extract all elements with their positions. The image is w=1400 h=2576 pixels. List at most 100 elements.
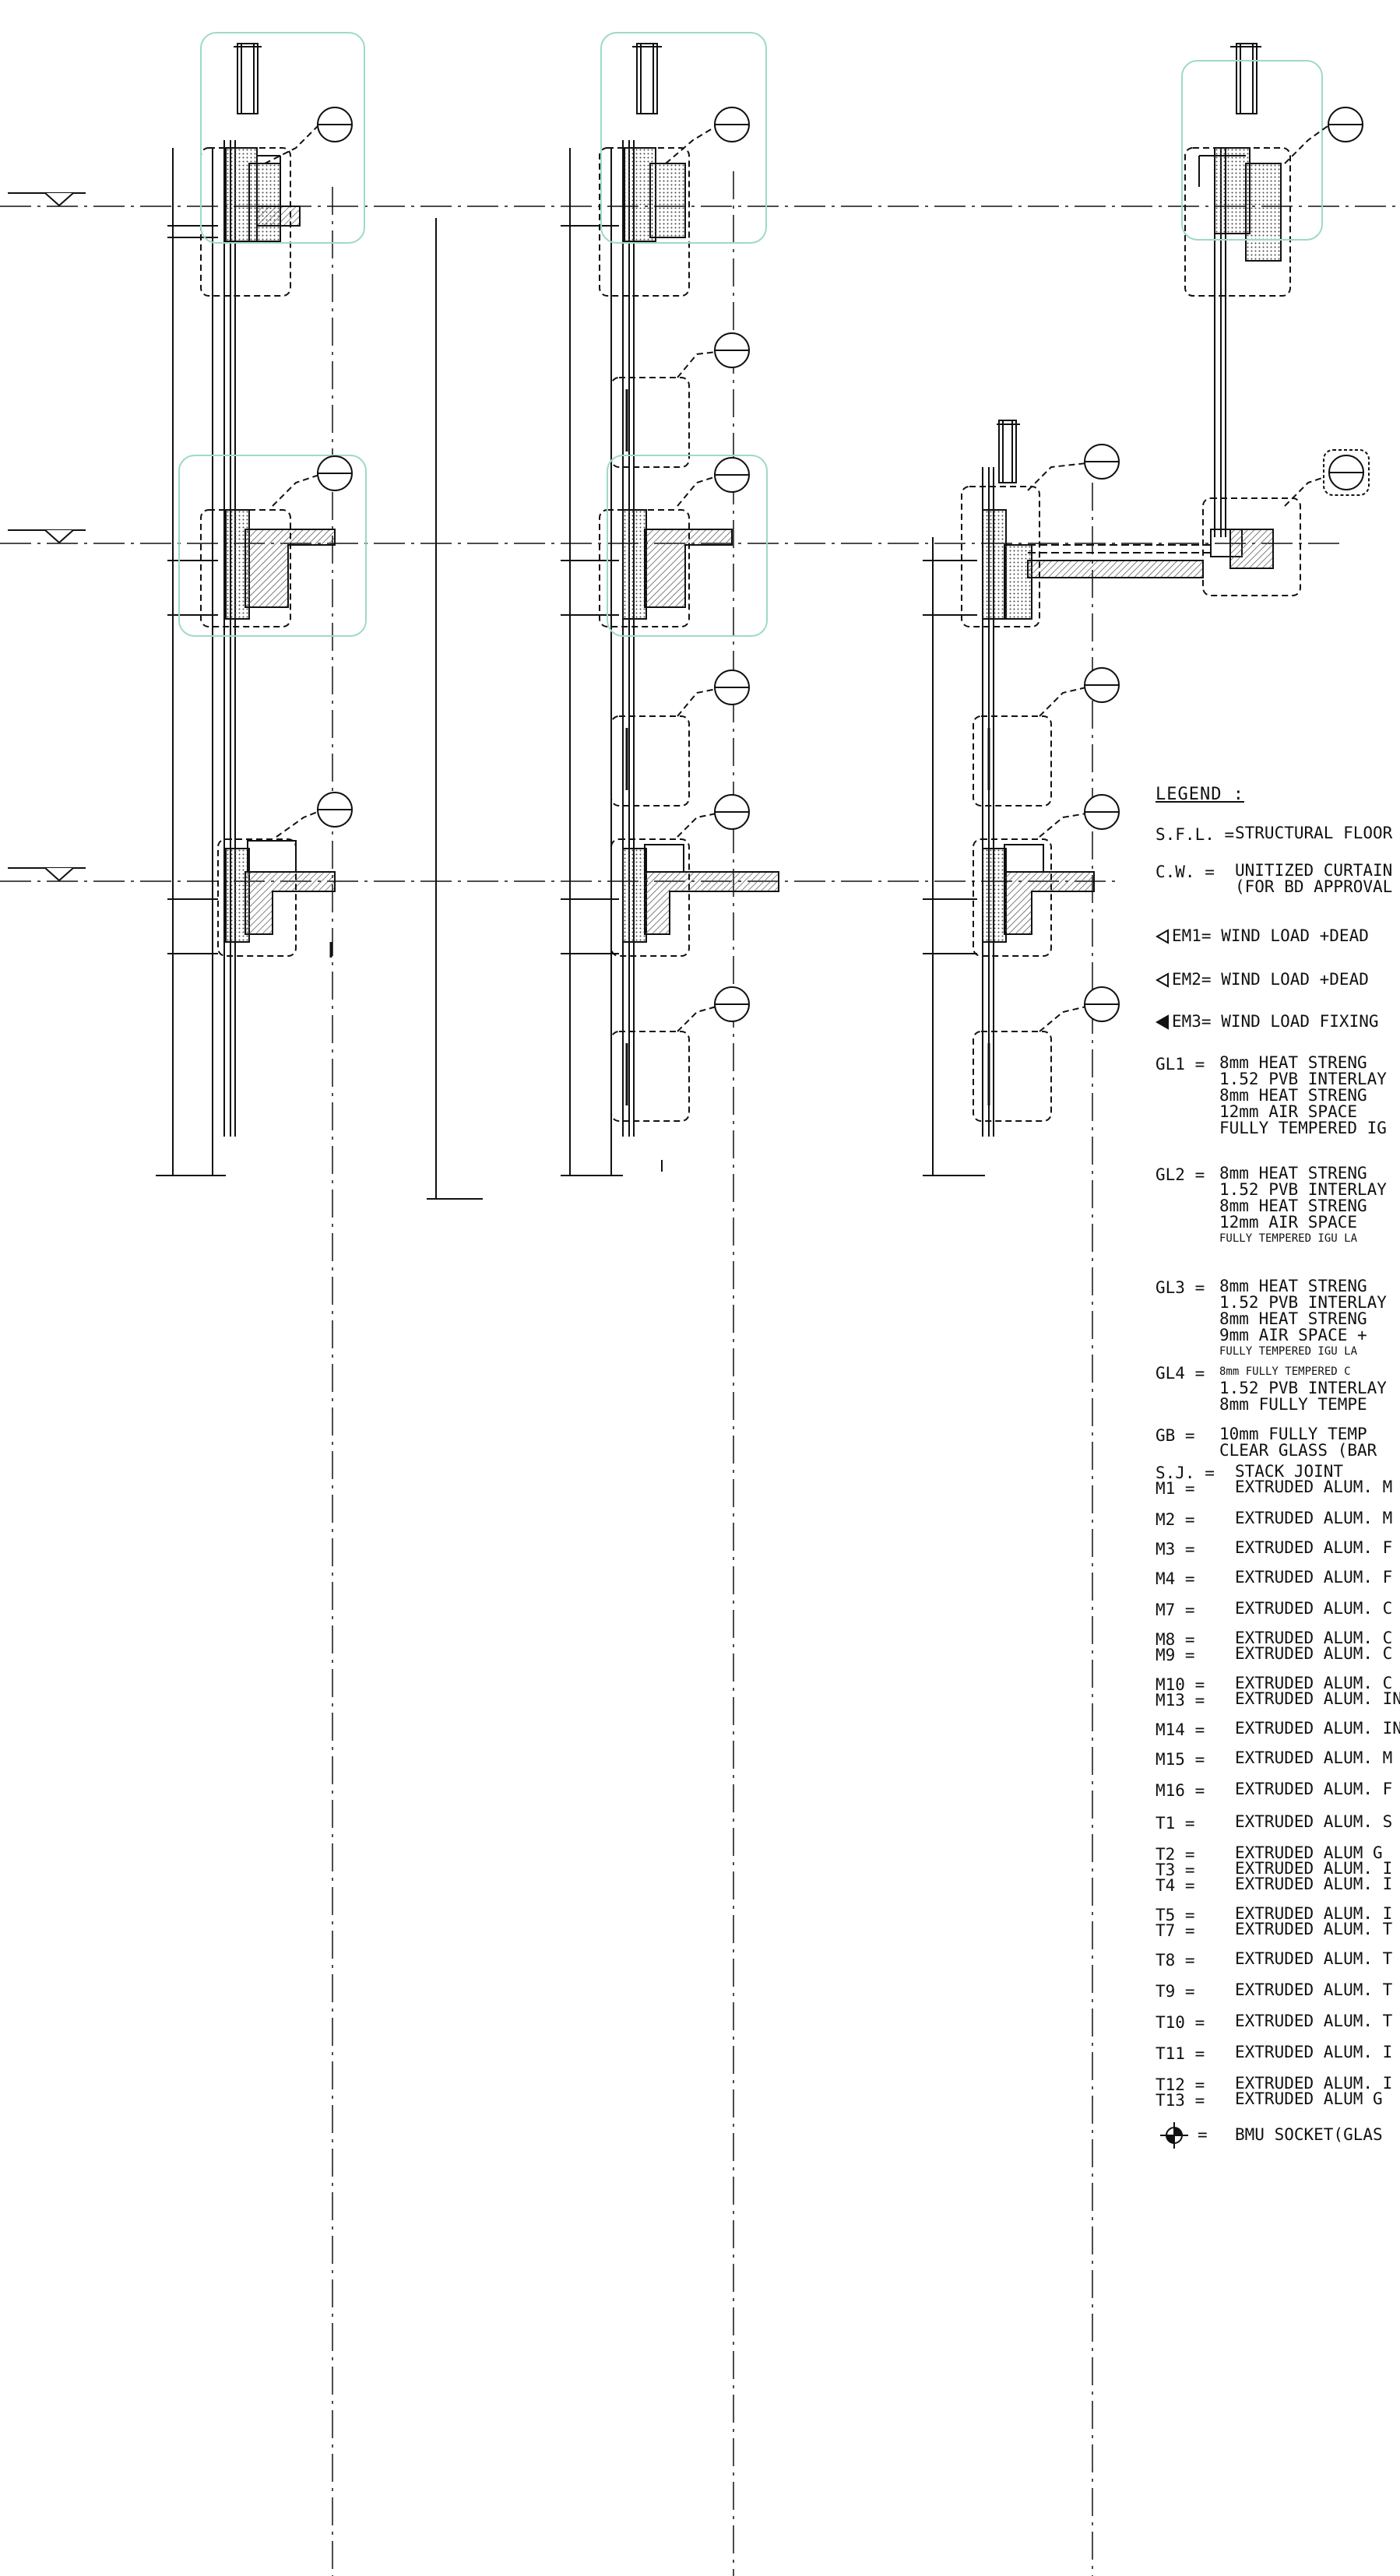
legend-code-text: T7 =	[1156, 1921, 1195, 1940]
legend-description-line: EXTRUDED ALUM. T	[1235, 1980, 1393, 1999]
legend-description-line: EXTRUDED ALUM. C	[1235, 1599, 1393, 1618]
legend-code-text: T4 =	[1156, 1876, 1195, 1895]
legend-description-line: STACK JOINT	[1235, 1462, 1344, 1481]
legend-description: EXTRUDED ALUM. C	[1235, 1646, 1392, 1662]
legend-code: T10 =	[1156, 2013, 1205, 2032]
legend-code: M10 =	[1156, 1675, 1205, 1694]
legend-description-line: 1.52 PVB INTERLAY	[1219, 1379, 1387, 1397]
legend-description: EXTRUDED ALUM. S	[1235, 1814, 1392, 1830]
legend-code: T3 =	[1156, 1861, 1195, 1879]
detail-clouds-1	[178, 32, 367, 637]
legend-description: EXTRUDED ALUM. F	[1235, 1569, 1392, 1586]
legend-code-text: T2 =	[1156, 1845, 1195, 1864]
legend-code-text: GB =	[1156, 1426, 1195, 1445]
section-4	[1184, 43, 1301, 596]
legend-description: EXTRUDED ALUM. F	[1235, 1540, 1392, 1556]
legend-code-text: T9 =	[1156, 1982, 1195, 2001]
legend-description-line: 8mm HEAT STRENG	[1219, 1277, 1367, 1295]
legend-description-line: EXTRUDED ALUM. I	[1235, 1859, 1393, 1878]
legend-description-line: FULLY TEMPERED IGU LA	[1219, 1232, 1358, 1245]
legend-code: T1 =	[1156, 1814, 1195, 1833]
section-4-callouts	[1284, 107, 1370, 507]
legend-code-text: GL3 =	[1156, 1278, 1205, 1297]
legend-code-text: EM1= WIND LOAD +DEAD	[1172, 926, 1369, 945]
legend-code-text: M3 =	[1156, 1540, 1195, 1559]
legend-description: EXTRUDED ALUM G	[1235, 1845, 1383, 1861]
legend-code: T8 =	[1156, 1951, 1195, 1970]
legend-description: EXTRUDED ALUM. I	[1235, 1876, 1392, 1892]
legend-description: EXTRUDED ALUM. I	[1235, 1861, 1392, 1877]
legend-code: M16 =	[1156, 1781, 1205, 1800]
legend-description-line: 12mm AIR SPACE	[1219, 1102, 1358, 1121]
legend-code-text: T8 =	[1156, 1951, 1195, 1970]
grid-lines	[332, 171, 1093, 2576]
legend-code: T5 =	[1156, 1906, 1195, 1924]
legend-code-text: S.F.L. =	[1156, 825, 1235, 844]
legend-code: M3 =	[1156, 1540, 1195, 1559]
open-triangle-icon	[1156, 972, 1169, 988]
legend-code-text: T12 =	[1156, 2075, 1205, 2094]
legend-description-line: EXTRUDED ALUM. T	[1235, 2012, 1393, 2030]
legend-description-line: EXTRUDED ALUM. F	[1235, 1780, 1393, 1798]
legend-code: M2 =	[1156, 1510, 1195, 1529]
legend-code: S.J. =	[1156, 1464, 1215, 1482]
legend-description-line: EXTRUDED ALUM. M	[1235, 1509, 1393, 1527]
legend-code: T13 =	[1156, 2091, 1205, 2110]
legend-code: M4 =	[1156, 1569, 1195, 1588]
legend-code: EM3= WIND LOAD FIXING	[1156, 1012, 1379, 1031]
legend-code: =	[1159, 2122, 1208, 2149]
legend-description-line: 1.52 PVB INTERLAY	[1219, 1293, 1387, 1312]
legend-code-text: GL4 =	[1156, 1364, 1205, 1383]
legend-code-text: T10 =	[1156, 2013, 1205, 2032]
legend-code: M13 =	[1156, 1691, 1205, 1710]
legend-description-line: 1.52 PVB INTERLAY	[1219, 1180, 1387, 1199]
legend-description-line: 8mm FULLY TEMPERED C	[1219, 1365, 1351, 1378]
legend-description-line: EXTRUDED ALUM. IN	[1235, 1719, 1400, 1738]
legend-code-text: EM2= WIND LOAD +DEAD	[1172, 970, 1369, 989]
legend-code: M7 =	[1156, 1601, 1195, 1619]
legend-description: EXTRUDED ALUM. IN	[1235, 1691, 1400, 1707]
legend-description-line: 8mm HEAT STRENG	[1219, 1197, 1367, 1215]
legend-code: T11 =	[1156, 2044, 1205, 2063]
legend-description-line: EXTRUDED ALUM. T	[1235, 1949, 1393, 1968]
legend-code: T12 =	[1156, 2075, 1205, 2094]
legend-description: EXTRUDED ALUM. C	[1235, 1675, 1392, 1692]
level-marker-icon	[8, 192, 86, 207]
legend-description-line: 9mm AIR SPACE +	[1219, 1326, 1367, 1344]
legend-code: T7 =	[1156, 1921, 1195, 1940]
legend-code: C.W. =	[1156, 863, 1215, 881]
legend-panel: LEGEND : S.F.L. =STRUCTURAL FLOOR C.W. = U…	[1156, 778, 1400, 2413]
legend-code: GB =	[1156, 1426, 1195, 1445]
legend-description: EXTRUDED ALUM. C	[1235, 1601, 1392, 1617]
legend-code: EM1= WIND LOAD +DEAD	[1156, 926, 1369, 945]
legend-code-text: M10 =	[1156, 1675, 1205, 1694]
legend-description: EXTRUDED ALUM. I	[1235, 2044, 1392, 2061]
legend-code: S.F.L. =	[1156, 825, 1234, 844]
legend-description-line: 8mm HEAT STRENG	[1219, 1309, 1367, 1328]
section-2	[561, 43, 779, 1176]
legend-description-line: 8mm FULLY TEMPE	[1219, 1395, 1367, 1414]
legend-description-line: UNITIZED CURTAIN W	[1235, 861, 1400, 880]
legend-description: STACK JOINT	[1235, 1464, 1343, 1480]
legend-description-line: EXTRUDED ALUM. I	[1235, 1904, 1393, 1923]
legend-code-text: S.J. =	[1156, 1464, 1215, 1482]
legend-description: EXTRUDED ALUM. I	[1235, 1906, 1392, 1922]
legend-description-line: EXTRUDED ALUM. C	[1235, 1674, 1393, 1692]
legend-description-line: (FOR BD APPROVAL	[1235, 877, 1393, 896]
legend-code-text: M9 =	[1156, 1646, 1195, 1664]
legend-code: GL1 =	[1156, 1055, 1205, 1074]
legend-description-line: 1.52 PVB INTERLAY	[1219, 1070, 1387, 1088]
legend-code-text: GL2 =	[1156, 1165, 1205, 1184]
legend-description-line: STRUCTURAL FLOOR	[1235, 824, 1393, 842]
detail-clouds-2	[600, 32, 768, 637]
legend-description: EXTRUDED ALUM. IN	[1235, 1720, 1400, 1737]
level-marker-icon	[8, 867, 86, 882]
open-triangle-icon	[1156, 929, 1169, 944]
legend-description-line: EXTRUDED ALUM G	[1235, 2089, 1383, 2108]
legend-description: EXTRUDED ALUM. M	[1235, 1479, 1392, 1495]
legend-title: LEGEND :	[1156, 785, 1244, 804]
legend-code: GL3 =	[1156, 1278, 1205, 1297]
